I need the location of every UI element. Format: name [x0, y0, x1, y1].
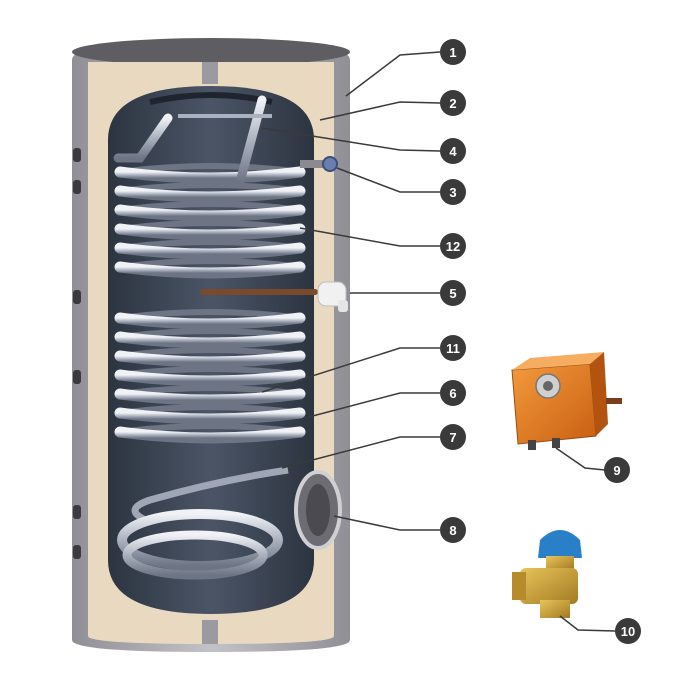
- coil-loop: [114, 261, 306, 279]
- coil-loop: [114, 388, 306, 406]
- callout-8: 8: [440, 517, 466, 543]
- callout-1: 1: [440, 39, 466, 65]
- coil-loop: [114, 166, 306, 184]
- coil-loop: [114, 312, 306, 330]
- coil-loop: [114, 407, 306, 425]
- callout-label: 3: [449, 185, 456, 200]
- callout-9: 9: [604, 457, 630, 483]
- callout-label: 1: [449, 45, 456, 60]
- callout-11: 11: [440, 335, 466, 361]
- callout-label: 12: [446, 239, 460, 254]
- leader-6: [304, 392, 440, 419]
- leader-10: [559, 615, 616, 632]
- coil-loop: [114, 350, 306, 368]
- thermostat: [511, 352, 622, 450]
- callout-label: 11: [446, 341, 460, 356]
- safety-valve: [512, 530, 582, 618]
- coil-top-pipes: [113, 95, 272, 187]
- callout-label: 6: [449, 386, 456, 401]
- callout-2: 2: [440, 90, 466, 116]
- electric-heater: [200, 281, 348, 312]
- coil-loop: [114, 242, 306, 260]
- callout-label: 8: [449, 523, 456, 538]
- callout-label: 10: [621, 624, 635, 639]
- callout-10: 10: [615, 618, 641, 644]
- leader-11: [261, 347, 440, 393]
- leader-8: [333, 515, 440, 531]
- callouts: 1 2 4 3 12 5 11 6 7 8 9 10: [440, 39, 641, 644]
- leader-9: [555, 447, 606, 471]
- callout-7: 7: [440, 424, 466, 450]
- bottom-spiral: [117, 466, 289, 580]
- leader-1: [345, 51, 441, 97]
- callout-5: 5: [440, 280, 466, 306]
- leader-7: [281, 436, 440, 469]
- callout-label: 5: [449, 286, 456, 301]
- leader-lines: [261, 51, 616, 632]
- leader-12: [299, 227, 440, 247]
- callout-label: 9: [613, 463, 620, 478]
- leader-4: [261, 127, 441, 152]
- coil-loop: [114, 204, 306, 222]
- callout-label: 2: [449, 96, 456, 111]
- coil-loop: [114, 223, 306, 241]
- callout-label: 7: [449, 430, 456, 445]
- callout-3: 3: [440, 179, 466, 205]
- sensor-port: [300, 156, 338, 172]
- leader-3: [336, 167, 440, 193]
- coil-loop: [114, 426, 306, 444]
- coil-loop: [114, 185, 306, 203]
- leader-2: [319, 101, 441, 121]
- upper-coil: [114, 163, 306, 279]
- callout-label: 4: [449, 144, 457, 159]
- callout-6: 6: [440, 380, 466, 406]
- coil-loop: [114, 369, 306, 387]
- lower-coil: [114, 309, 306, 444]
- callout-4: 4: [440, 138, 466, 164]
- flange: [294, 470, 342, 550]
- coil-loop: [114, 331, 306, 349]
- callout-12: 12: [440, 233, 466, 259]
